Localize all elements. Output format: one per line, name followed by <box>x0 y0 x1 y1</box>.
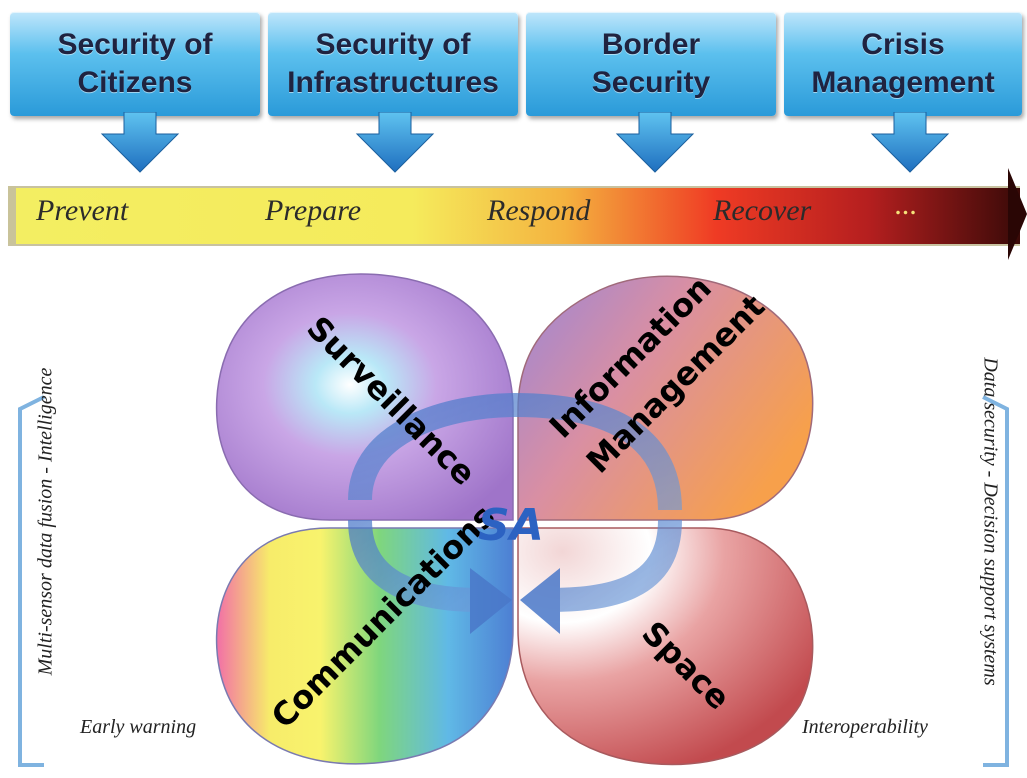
phase-prepare: Prepare <box>265 194 362 227</box>
header-label: Crisis Management <box>811 28 995 99</box>
timeline-arrow-head-icon <box>1008 168 1027 260</box>
header-label: Security of Infrastructures <box>287 28 499 99</box>
right-bracket <box>982 395 1009 767</box>
interoperability-label: Interoperability <box>802 716 928 738</box>
petal-information-management <box>517 275 814 521</box>
early-warning-label: Early warning <box>80 716 197 738</box>
petal-surveillance <box>215 273 514 521</box>
header-box-crisis-management: Crisis Management <box>784 12 1022 116</box>
cycle-arrow-icon <box>348 392 682 634</box>
phase-prevent: Prevent <box>36 194 129 227</box>
header-label: Security of Citizens <box>57 28 213 99</box>
header-box-security-of-infrastructures: Security of Infrastructures <box>268 12 518 116</box>
down-arrow-icon <box>615 112 695 173</box>
phase-ellipsis: ... <box>895 188 918 221</box>
down-arrow-icon <box>355 112 435 173</box>
timeline-start-cap <box>8 186 16 244</box>
phase-timeline-bar <box>8 186 1020 246</box>
down-arrow-icon <box>100 112 180 173</box>
header-label: Border Security <box>591 28 711 99</box>
header-box-border-security: Border Security <box>526 12 776 116</box>
left-bracket <box>18 395 45 767</box>
phase-recover: Recover <box>713 194 812 227</box>
down-arrow-icon <box>870 112 950 173</box>
phase-respond: Respond <box>487 194 591 227</box>
sa-center-label: SA <box>478 500 544 551</box>
header-box-security-of-citizens: Security of Citizens <box>10 12 260 116</box>
